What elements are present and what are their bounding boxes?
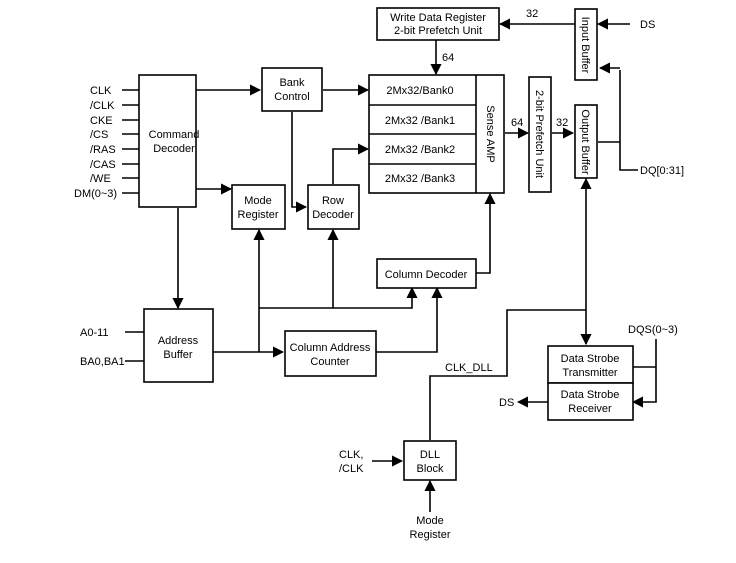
mode-register-block: Mode Register xyxy=(231,184,286,230)
bank-control-line2: Control xyxy=(274,91,309,103)
ds-receiver-line2: Receiver xyxy=(568,403,612,415)
sense-amp-label: Sense AMP xyxy=(484,105,496,162)
memory-banks-block: 2Mx32/Bank0 2Mx32 /Bank1 2Mx32 /Bank2 2M… xyxy=(368,74,505,194)
connection-wires xyxy=(122,18,657,512)
command-input-labels: CLK /CLK CKE /CS /RAS /CAS /WE DM(0~3) xyxy=(74,85,117,200)
bank-control-block: Bank Control xyxy=(261,67,323,112)
signal-clk: CLK xyxy=(90,85,112,97)
bus-width-input-to-write: 32 xyxy=(526,8,538,20)
dll-block-line1: DLL xyxy=(420,449,440,461)
signal-dqs: DQS(0~3) xyxy=(628,324,678,336)
signal-a0-11: A0-11 xyxy=(80,327,109,339)
bus-width-sense-to-prefetch: 64 xyxy=(511,117,523,129)
bank-1-label: 2Mx32 /Bank1 xyxy=(385,115,455,127)
command-decoder-line2: Decoder xyxy=(153,143,195,155)
data-strobe-transmitter-block: Data Strobe Transmitter xyxy=(547,345,634,384)
address-buffer-line1: Address xyxy=(158,335,199,347)
mode-register-input-line2: Register xyxy=(410,529,451,541)
address-buffer-block: Address Buffer xyxy=(143,308,214,383)
signal-ds-top: DS xyxy=(640,19,655,31)
data-strobe-receiver-block: Data Strobe Receiver xyxy=(547,382,634,421)
prefetch-unit-label: 2-bit Prefetch Unit xyxy=(533,90,545,178)
signal-ds-out: DS xyxy=(499,397,514,409)
signal-cke: CKE xyxy=(90,115,113,127)
row-decoder-line2: Decoder xyxy=(312,209,354,221)
signal-clk-bar: /CLK xyxy=(90,100,115,112)
signal-we: /WE xyxy=(90,173,111,185)
mode-register-line2: Register xyxy=(238,209,279,221)
bus-width-prefetch-to-output: 32 xyxy=(556,117,568,129)
row-decoder-line1: Row xyxy=(322,195,344,207)
column-address-counter-line2: Counter xyxy=(310,356,349,368)
column-decoder-block: Column Decoder xyxy=(376,258,477,289)
command-decoder-line1: Command xyxy=(149,129,200,141)
dll-block-line2: Block xyxy=(417,463,444,475)
mode-register-line1: Mode xyxy=(244,195,272,207)
prefetch-unit-block: 2-bit Prefetch Unit xyxy=(528,76,552,193)
write-data-register-line2: 2-bit Prefetch Unit xyxy=(394,25,482,37)
input-buffer-label: Input Buffer xyxy=(579,17,591,74)
bank-2-label: 2Mx32 /Bank2 xyxy=(385,144,455,156)
signal-cas: /CAS xyxy=(90,159,116,171)
bus-width-write-to-banks: 64 xyxy=(442,52,454,64)
command-decoder-block: Command Decoder xyxy=(138,74,200,208)
row-decoder-block: Row Decoder xyxy=(307,184,360,230)
column-decoder-label: Column Decoder xyxy=(385,269,468,281)
signal-dm: DM(0~3) xyxy=(74,188,117,200)
address-buffer-line2: Buffer xyxy=(163,349,192,361)
dll-clk-input-line1: CLK, xyxy=(339,449,363,461)
write-data-register-block: Write Data Register 2-bit Prefetch Unit xyxy=(376,7,500,41)
bank-3-label: 2Mx32 /Bank3 xyxy=(385,173,455,185)
dll-clk-input-line2: /CLK xyxy=(339,463,364,475)
ds-transmitter-line1: Data Strobe xyxy=(561,353,620,365)
column-address-counter-line1: Column Address xyxy=(290,342,371,354)
bank-0-label: 2Mx32/Bank0 xyxy=(386,85,453,97)
signal-clk-dll: CLK_DLL xyxy=(445,362,493,374)
signal-cs: /CS xyxy=(90,129,108,141)
signal-ras: /RAS xyxy=(90,144,116,156)
bank-control-line1: Bank xyxy=(279,77,305,89)
output-buffer-block: Output Buffer xyxy=(574,104,598,179)
ds-receiver-line1: Data Strobe xyxy=(561,389,620,401)
signal-ba0-ba1: BA0,BA1 xyxy=(80,356,125,368)
column-address-counter-block: Column Address Counter xyxy=(284,330,377,377)
dll-block: DLL Block xyxy=(403,440,457,481)
mode-register-input-line1: Mode xyxy=(416,515,444,527)
write-data-register-line1: Write Data Register xyxy=(390,12,486,24)
signal-dq: DQ[0:31] xyxy=(640,165,684,177)
ds-transmitter-line2: Transmitter xyxy=(562,367,618,379)
output-buffer-label: Output Buffer xyxy=(579,109,591,175)
input-buffer-block: Input Buffer xyxy=(574,8,598,81)
